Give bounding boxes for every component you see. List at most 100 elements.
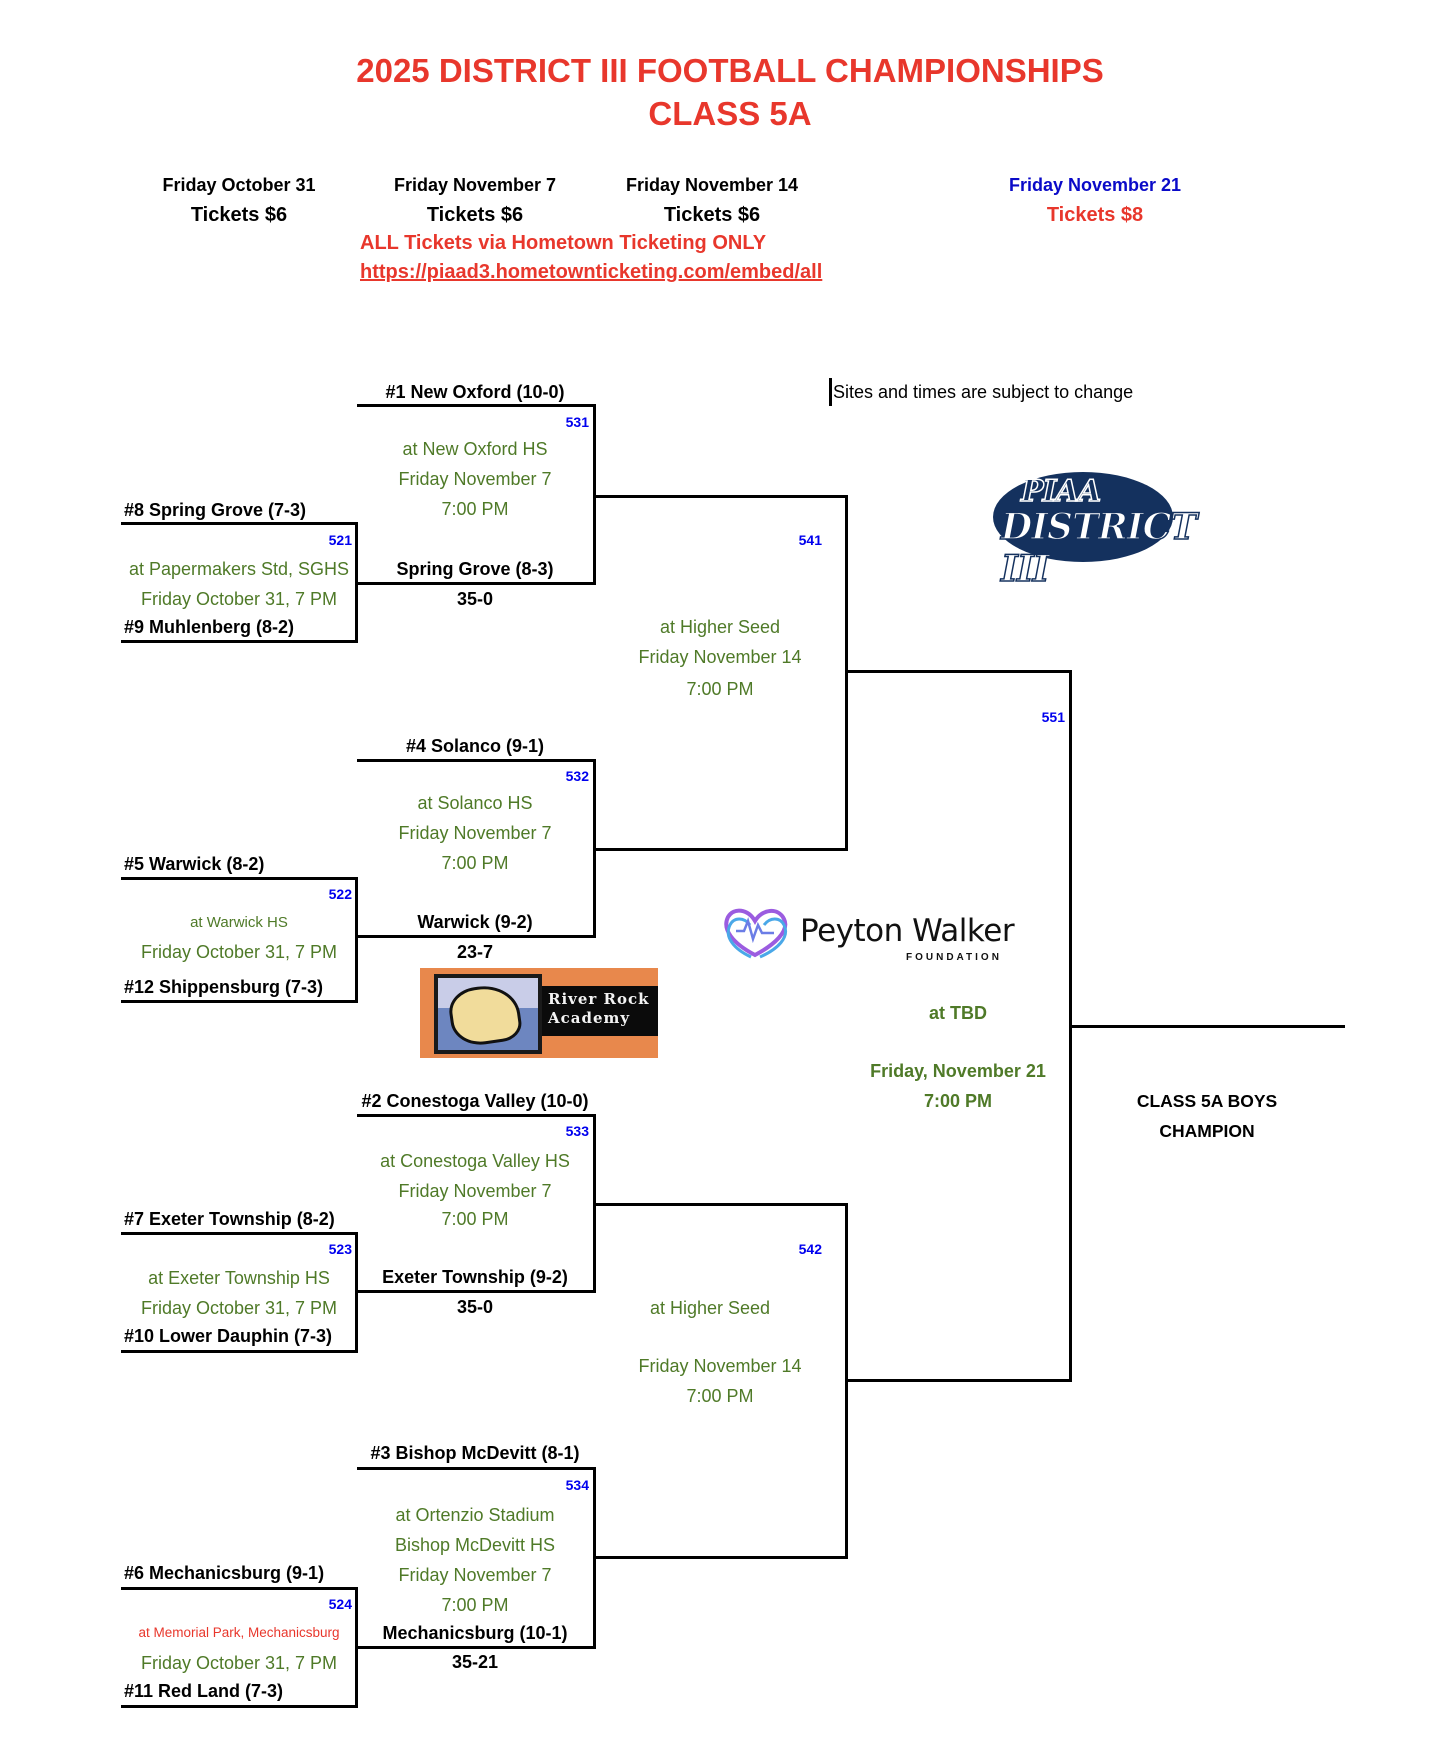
round-date: Friday November 14	[625, 175, 799, 195]
game-number: 533	[565, 1123, 589, 1139]
round-header-2: Friday November 7 Tickets $6	[375, 175, 575, 227]
sponsor-name: River Rock Academy	[548, 990, 650, 1028]
round-tickets: Tickets $6	[663, 204, 761, 226]
game-site: at Higher Seed	[659, 617, 781, 637]
game-site: at Warwick HS	[190, 914, 288, 931]
game-info: at New Oxford HS Friday November 7 7:00 …	[357, 434, 593, 524]
bracket-line	[121, 1232, 358, 1235]
game-time: 7:00 PM	[686, 679, 754, 699]
sponsor-line: River Rock	[548, 990, 650, 1008]
game-date: Friday November 7	[398, 469, 552, 489]
bracket-line	[593, 1556, 848, 1559]
game-number: 551	[1041, 709, 1065, 725]
bracket-line	[121, 877, 358, 880]
game-date: Friday November 14	[638, 1356, 802, 1376]
bracket-line	[121, 522, 358, 525]
game-site: at Exeter Township HS	[148, 1268, 330, 1288]
game-site: at New Oxford HS	[402, 439, 548, 459]
round-date: Friday November 21	[1008, 175, 1182, 195]
team-seed-1: #1 New Oxford (10-0)	[385, 382, 565, 402]
sponsor-line: Academy	[548, 1009, 631, 1027]
game-site: at Papermakers Std, SGHS	[128, 559, 350, 579]
team-seed-3: #3 Bishop McDevitt (8-1)	[370, 1443, 580, 1463]
game-time: 7:00 PM	[686, 1386, 754, 1406]
bracket-line	[355, 1587, 358, 1708]
bracket-line	[121, 1705, 358, 1708]
game-info: at Conestoga Valley HS Friday November 7…	[357, 1146, 593, 1234]
bracket-line	[357, 582, 595, 585]
bracket-line	[355, 522, 358, 643]
bracket-line	[357, 1290, 595, 1293]
bracket-line	[357, 935, 595, 938]
team-seed-7: #7 Exeter Township (8-2)	[124, 1209, 335, 1229]
ticketing-link[interactable]: https://piaad3.hometownticketing.com/emb…	[360, 261, 823, 283]
page-subtitle: CLASS 5A	[648, 95, 812, 132]
bracket-line	[357, 1114, 595, 1117]
bracket-line	[357, 1467, 595, 1470]
game-time: 7:00 PM	[441, 499, 509, 519]
game-time: 7:00 PM	[441, 853, 509, 873]
team-seed-9: #9 Muhlenberg (8-2)	[124, 617, 295, 637]
game-info: Friday November 14 7:00 PM	[600, 1351, 840, 1411]
game-number: 523	[328, 1241, 352, 1257]
bracket-line	[357, 404, 595, 407]
game-number: 532	[565, 768, 589, 784]
game-site: at Solanco HS	[417, 793, 533, 813]
game-site: at Ortenzio Stadium	[395, 1505, 555, 1525]
team-seed-11: #11 Red Land (7-3)	[124, 1681, 284, 1701]
bracket-line	[845, 1379, 1072, 1382]
final-time: 7:00 PM	[923, 1091, 993, 1111]
game-site: at Higher Seed	[649, 1298, 771, 1318]
game-score: 23-7	[456, 942, 494, 962]
game-date: Friday October 31, 7 PM	[140, 589, 338, 609]
bracket-line	[357, 1646, 595, 1649]
game-date: Friday November 14	[638, 647, 802, 667]
sites-note: Sites and times are subject to change	[833, 382, 1134, 402]
ticketing-note: ALL Tickets via Hometown Ticketing ONLY	[360, 232, 767, 254]
team-seed-10: #10 Lower Dauphin (7-3)	[124, 1326, 333, 1346]
game-info: at Ortenzio Stadium Bishop McDevitt HS F…	[357, 1500, 593, 1620]
game-score: 35-21	[451, 1652, 499, 1672]
round-header-3: Friday November 14 Tickets $6	[612, 175, 812, 227]
logo-text: PIAA	[1020, 473, 1102, 510]
game-info: at Memorial Park, Mechanicsburg Friday O…	[121, 1618, 357, 1678]
game-info: at Warwick HS	[121, 908, 357, 938]
champion-line	[1069, 1025, 1345, 1028]
bracket-line	[845, 670, 1072, 673]
game-number: 531	[565, 414, 589, 430]
game-number: 521	[328, 532, 352, 548]
game-info: Friday October 31, 7 PM	[121, 937, 357, 967]
bracket-line	[593, 495, 848, 498]
game-number: 542	[798, 1241, 822, 1257]
game-info: at Higher Seed Friday November 14 7:00 P…	[600, 612, 840, 704]
heart-icon	[724, 908, 788, 959]
team-seed-8: #8 Spring Grove (7-3)	[124, 500, 307, 520]
champion-label-line: CHAMPION	[1159, 1121, 1255, 1141]
bracket-line	[357, 759, 595, 762]
round-date: Friday November 7	[393, 175, 557, 195]
team-seed-4: #4 Solanco (9-1)	[405, 736, 545, 756]
game-site: at Memorial Park, Mechanicsburg	[138, 1625, 340, 1640]
game-number: 522	[328, 886, 352, 902]
bracket-line	[593, 1203, 848, 1206]
game-number: 524	[328, 1596, 352, 1612]
champion-label-line: CLASS 5A BOYS	[1136, 1091, 1278, 1111]
game-info: at Exeter Township HS Friday October 31,…	[121, 1263, 357, 1323]
bracket-line	[845, 1203, 848, 1559]
advancing-team: Warwick (9-2)	[417, 912, 533, 932]
game-info: at Solanco HS Friday November 7 7:00 PM	[357, 788, 593, 878]
advancing-team: Exeter Township (9-2)	[382, 1267, 568, 1287]
team-seed-12: #12 Shippensburg (7-3)	[124, 977, 324, 997]
divider	[829, 378, 832, 406]
round-header-1: Friday October 31 Tickets $6	[139, 175, 339, 227]
game-date: Friday November 7	[398, 1565, 552, 1585]
game-date: Friday November 7	[398, 1181, 552, 1201]
bracket-line	[121, 1350, 358, 1353]
game-date: Friday October 31, 7 PM	[140, 1298, 338, 1318]
game-info: at Papermakers Std, SGHS Friday October …	[121, 554, 357, 614]
round-tickets: Tickets $6	[190, 204, 288, 226]
advancing-team: Mechanicsburg (10-1)	[382, 1623, 568, 1643]
final-date: Friday, November 21	[870, 1061, 1046, 1081]
game-date: Friday October 31, 7 PM	[140, 942, 338, 962]
game-number: 534	[565, 1477, 589, 1493]
